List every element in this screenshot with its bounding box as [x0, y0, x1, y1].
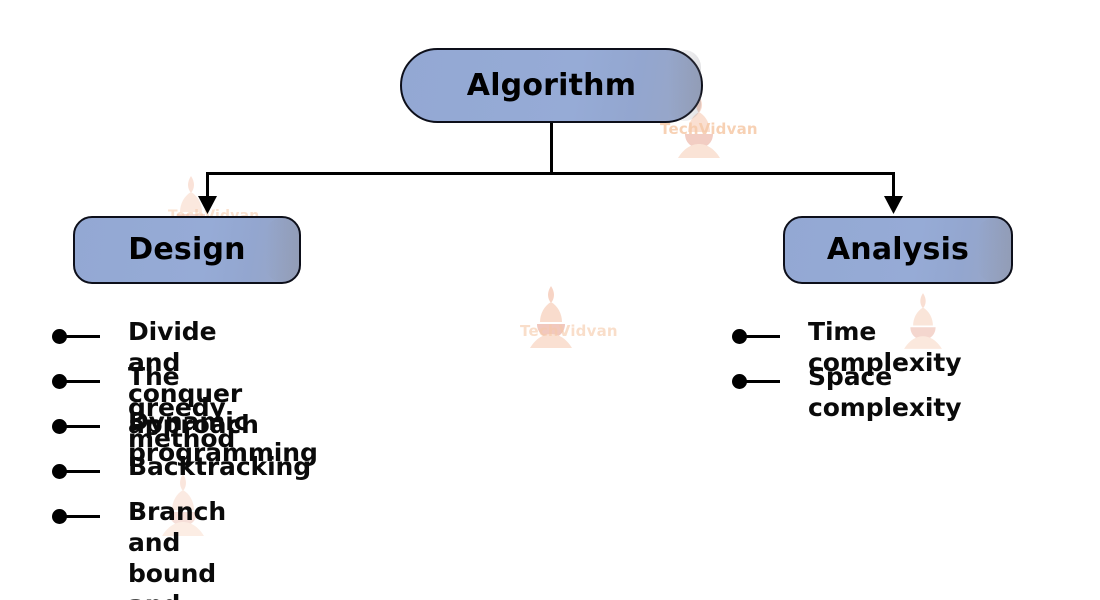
list-item-label: Space complexity: [808, 362, 962, 422]
arrowhead-design: [198, 196, 217, 214]
node-analysis-label: Analysis: [826, 232, 970, 267]
list-item-label: Time complexity: [808, 317, 962, 377]
bullet-marker-icon: [52, 415, 100, 439]
bullet-leader-line-icon: [65, 335, 100, 338]
bullet-leader-line-icon: [65, 515, 100, 518]
list-item-label: Dynamic programming: [128, 407, 318, 467]
bullet-leader-line-icon: [745, 380, 780, 383]
bullet-dot-icon: [52, 509, 67, 524]
bullet-dot-icon: [732, 329, 747, 344]
bullet-marker-icon: [52, 325, 100, 349]
list-item-label: Divide and conquer approach: [128, 317, 259, 439]
bullet-dot-icon: [52, 464, 67, 479]
node-algorithm[interactable]: Algorithm: [400, 48, 703, 123]
node-analysis[interactable]: Analysis: [783, 216, 1013, 284]
bullet-dot-icon: [52, 329, 67, 344]
list-item-label: Branch and bound and many more: [128, 497, 227, 600]
bullet-leader-line-icon: [65, 380, 100, 383]
bullet-dot-icon: [52, 374, 67, 389]
bullet-leader-line-icon: [65, 425, 100, 428]
bullet-marker-icon: [52, 505, 100, 529]
node-algorithm-label: Algorithm: [466, 67, 637, 103]
arrowhead-analysis: [884, 196, 903, 214]
node-design-label: Design: [128, 232, 246, 267]
bullet-marker-icon: [52, 460, 100, 484]
list-item-label: The greedy method: [128, 362, 236, 453]
node-design[interactable]: Design: [73, 216, 301, 284]
bullet-marker-icon: [52, 370, 100, 394]
bullet-dot-icon: [52, 419, 67, 434]
bullet-leader-line-icon: [745, 335, 780, 338]
list-item-label: Backtracking: [128, 452, 312, 481]
bullet-leader-line-icon: [65, 470, 100, 473]
bullet-marker-icon: [732, 325, 780, 349]
bullet-marker-icon: [732, 370, 780, 394]
bullet-dot-icon: [732, 374, 747, 389]
